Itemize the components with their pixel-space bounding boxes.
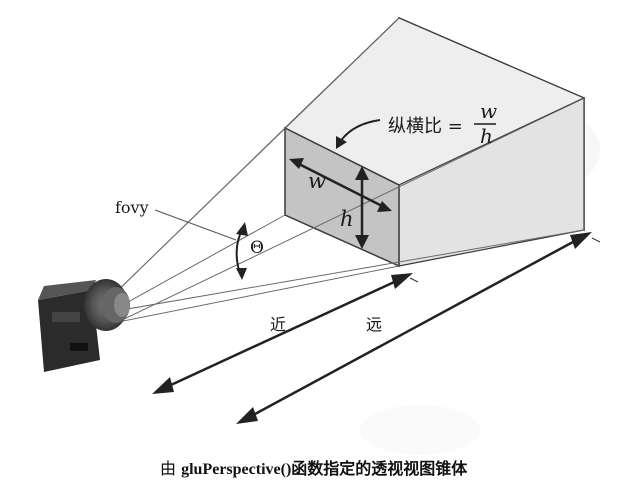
far-label: 远 [366, 315, 382, 334]
near-label: 近 [270, 315, 286, 334]
frustum-edges [107, 17, 585, 323]
camera-icon [38, 279, 130, 372]
theta-label: Θ [250, 238, 264, 258]
caption-function: gluPerspective() [181, 461, 291, 478]
near-distance-arrow [152, 273, 419, 394]
width-label: w [308, 169, 326, 193]
caption-prefix: 由 [160, 459, 181, 478]
height-arrow [355, 166, 369, 249]
caption-suffix: 函数指定的透视视图锥体 [291, 459, 468, 478]
height-label: h [340, 207, 354, 231]
far-distance-arrow [236, 232, 601, 424]
aspect-w-numerator: w [480, 99, 497, 123]
aspect-pointer-arrow [336, 119, 381, 149]
figure-caption: 由 gluPerspective()函数指定的透视视图锥体 [160, 459, 468, 478]
width-arrow [289, 158, 392, 212]
fovy-angle-arc [154, 209, 248, 280]
aspect-h-denominator: h [480, 124, 493, 148]
fovy-label: fovy [115, 198, 149, 217]
aspect-ratio-label: 纵横比 = [388, 116, 463, 137]
